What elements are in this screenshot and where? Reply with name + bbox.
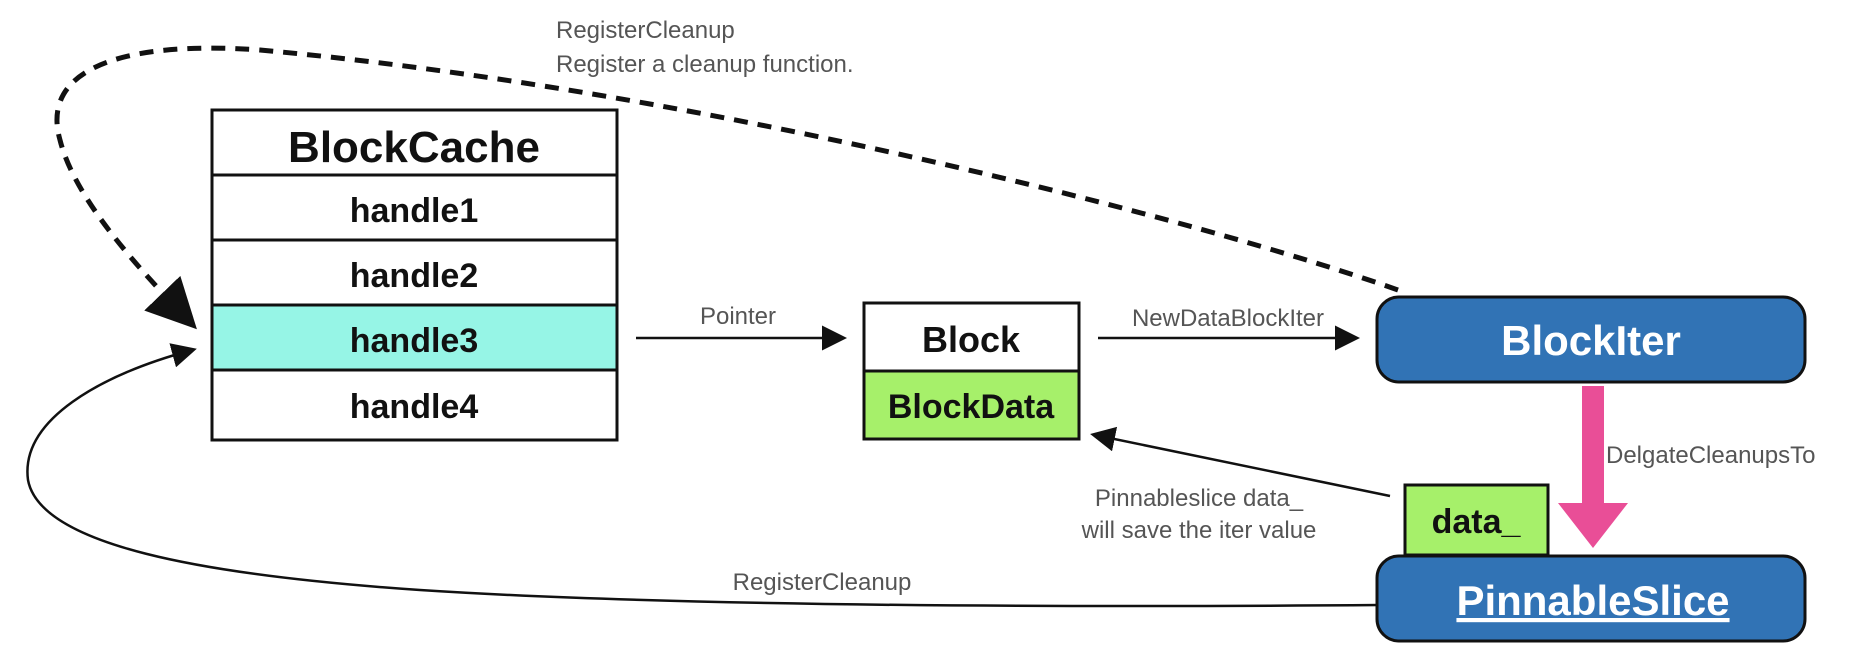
handle4-cell: [210, 368, 619, 442]
register-cleanup-top-label-line2: Register a cleanup function.: [556, 51, 854, 78]
handle4-label: handle4: [350, 388, 479, 426]
register-cleanup-bottom-edge: [26, 343, 1381, 608]
block-iter-box: [1375, 295, 1807, 384]
pointer-label: Pointer: [700, 303, 776, 330]
pinnable-note-line1: Pinnableslice data_: [1095, 485, 1304, 512]
block-cache-title: BlockCache: [288, 123, 540, 172]
block-data-label: BlockData: [888, 388, 1055, 426]
block-iter-title: BlockIter: [1501, 317, 1681, 364]
pinnable-slice-box: [1375, 554, 1807, 643]
block-title: Block: [922, 319, 1021, 360]
handle2-label: handle2: [350, 257, 478, 295]
block-data-cell: [862, 369, 1081, 441]
block: [862, 301, 1081, 441]
data-tag-label: data_: [1432, 503, 1522, 541]
delegate-arrow-shaft: [1582, 386, 1604, 508]
register-cleanup-bottom-label: RegisterCleanup: [733, 569, 912, 596]
new-data-block-iter-label: NewDataBlockIter: [1132, 305, 1324, 332]
register-cleanup-top-edge: [54, 45, 1399, 330]
delegate-arrow-head: [1558, 503, 1628, 548]
register-cleanup-top-label-line1: RegisterCleanup: [556, 17, 735, 44]
handle1-label: handle1: [350, 192, 478, 230]
handle1-cell: [210, 173, 619, 242]
block-cache-title-cell: [210, 108, 619, 177]
data-tag-box: [1403, 483, 1550, 557]
handle3-label: handle3: [350, 322, 478, 360]
delegate-cleanups-to-label: DelgateCleanupsTo: [1606, 442, 1815, 469]
pinnable-note-line2: will save the iter value: [1081, 517, 1317, 544]
block-cache: [210, 108, 619, 442]
data-to-blockdata-edge: [1090, 426, 1391, 498]
pinnable-slice-title: PinnableSlice: [1456, 577, 1729, 624]
